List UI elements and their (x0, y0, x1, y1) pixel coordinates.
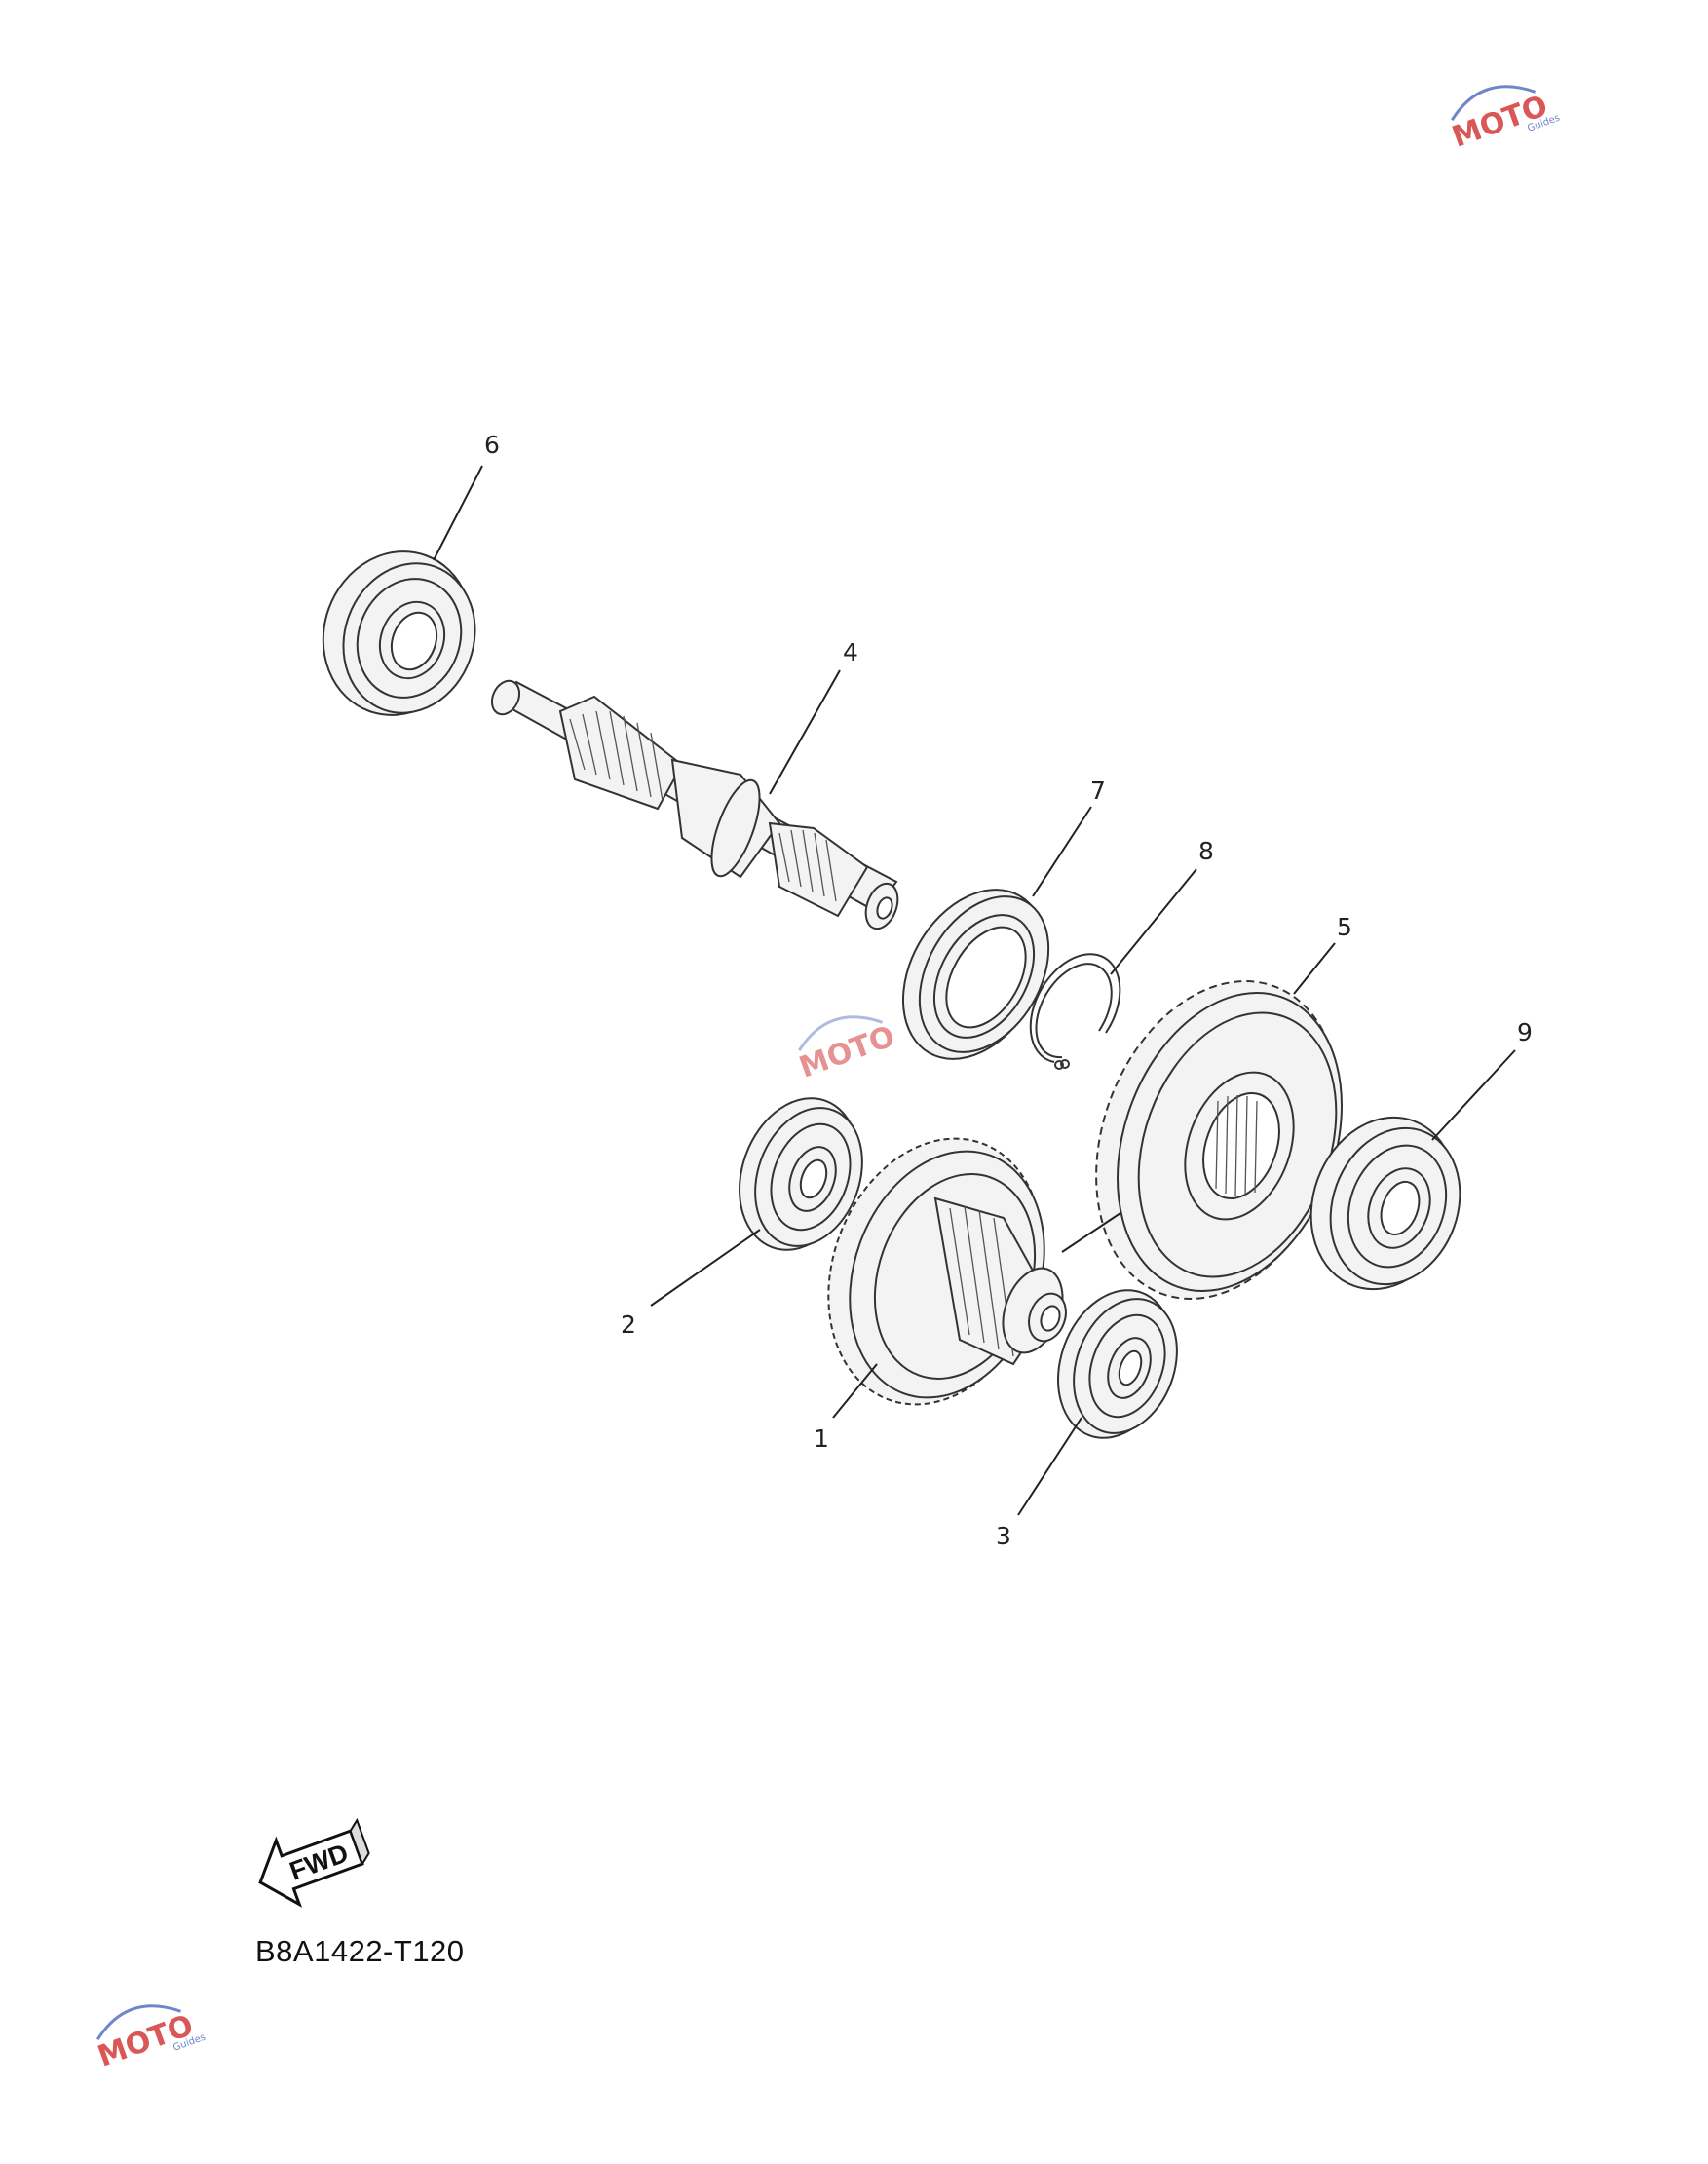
fwd-arrow-icon: FWD (258, 1817, 370, 1908)
shaft-4 (490, 679, 899, 930)
leader-2 (650, 1229, 761, 1307)
callout-2: 2 (621, 1310, 636, 1339)
callout-1: 1 (814, 1424, 829, 1453)
leader-6 (433, 465, 483, 561)
callout-3: 3 (996, 1522, 1011, 1550)
gear-5 (1095, 980, 1343, 1300)
leader-5 (1293, 942, 1336, 995)
watermark-logo-top: MOTO Guides (1448, 85, 1562, 155)
bearing-3 (1057, 1289, 1178, 1439)
callout-9: 9 (1517, 1018, 1533, 1046)
leader-8 (1110, 868, 1197, 975)
leader-1b (1061, 1212, 1121, 1253)
leader-1 (832, 1363, 878, 1419)
leader-3 (1017, 1417, 1082, 1516)
watermark-logo-bottom: MOTO Guides (94, 2004, 208, 2074)
bearing-6 (322, 550, 476, 716)
leader-7 (1032, 806, 1092, 897)
callout-7: 7 (1090, 777, 1106, 805)
watermark-logo-middle: MOTO (795, 1015, 899, 1085)
svg-text:MOTO: MOTO (795, 1019, 899, 1085)
callout-6: 6 (484, 431, 500, 459)
circlip-8 (1029, 953, 1121, 1070)
diagram-reference-code: B8A1422-T120 (255, 1934, 465, 1968)
callout-4: 4 (843, 638, 858, 666)
bearing-9 (1309, 1116, 1461, 1291)
callout-5: 5 (1337, 913, 1352, 941)
gear-1 (827, 1137, 1067, 1406)
oil-seal-7 (901, 889, 1050, 1060)
leader-4 (769, 669, 841, 795)
callout-8: 8 (1198, 837, 1214, 865)
bearing-2 (739, 1097, 863, 1251)
leader-9 (1431, 1049, 1516, 1141)
